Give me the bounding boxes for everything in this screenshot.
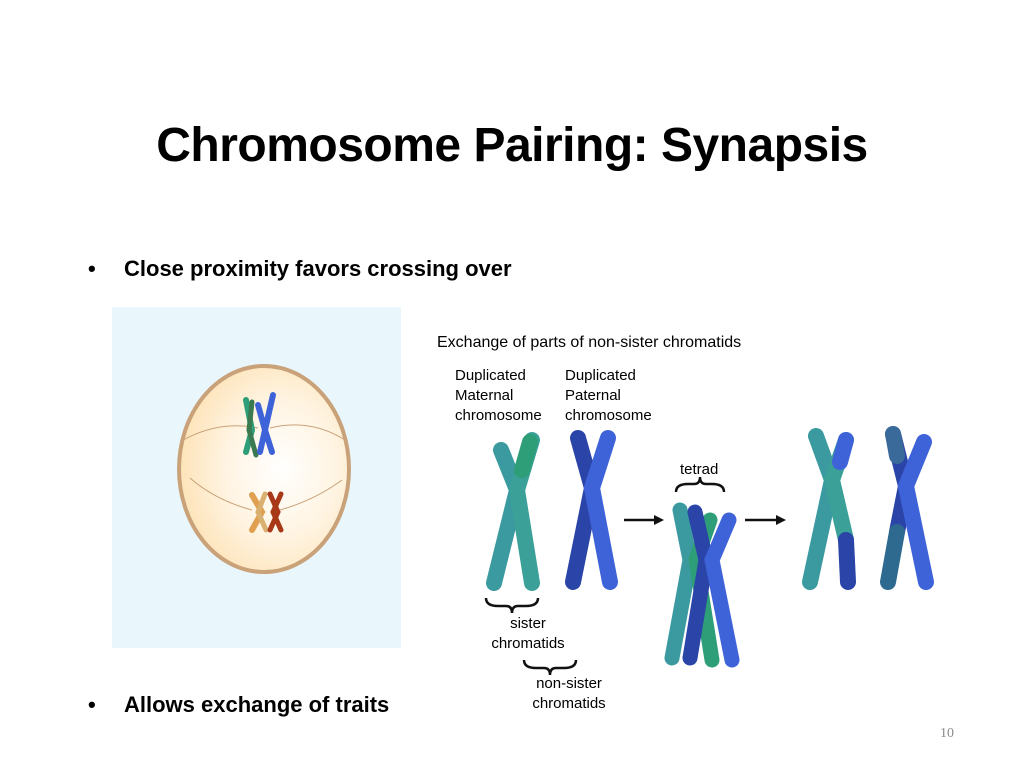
spindle-fiber bbox=[269, 424, 346, 441]
non-sister-label-line: non-sister bbox=[536, 675, 602, 692]
chromosome-green bbox=[243, 397, 256, 455]
sister-label-line: sister bbox=[510, 615, 546, 632]
paternal-label-line: chromosome bbox=[565, 407, 652, 424]
maternal-label: Duplicated Maternal chromosome bbox=[455, 366, 542, 426]
sister-chromatids-label: sister chromatids bbox=[476, 614, 580, 654]
chromosome-blue bbox=[261, 392, 276, 455]
bullet-2: • Allows exchange of traits bbox=[88, 692, 389, 718]
tetrad bbox=[664, 502, 740, 668]
chromosome-orange bbox=[249, 492, 266, 533]
sister-chromatids-brace bbox=[484, 597, 540, 614]
bullet-2-text: Allows exchange of traits bbox=[124, 692, 390, 717]
chromosome-orange bbox=[255, 491, 269, 533]
chromosome-green bbox=[246, 399, 259, 458]
cell-membrane bbox=[177, 364, 351, 574]
paternal-label: Duplicated Paternal chromosome bbox=[565, 366, 652, 426]
paternal-label-line: Duplicated bbox=[565, 367, 636, 384]
tetrad-label: tetrad bbox=[680, 461, 719, 478]
sister-label-line: chromatids bbox=[491, 635, 565, 652]
spindle-fiber bbox=[279, 479, 343, 511]
paternal-label-line: Paternal bbox=[565, 387, 621, 404]
arrow-right bbox=[745, 515, 786, 525]
maternal-label-line: Duplicated bbox=[455, 367, 526, 384]
recombinant-maternal-chromosome bbox=[802, 428, 856, 590]
maternal-label-line: chromosome bbox=[455, 407, 542, 424]
maternal-chromosome bbox=[486, 432, 540, 591]
bullet-dot: • bbox=[88, 256, 96, 281]
bullet-1-text: Close proximity favors crossing over bbox=[124, 256, 512, 281]
chromosome-red bbox=[267, 491, 281, 533]
page-number: 10 bbox=[940, 726, 954, 741]
maternal-label-line: Maternal bbox=[455, 387, 514, 404]
bullet-1: • Close proximity favors crossing over bbox=[88, 256, 512, 282]
cell bbox=[177, 364, 351, 574]
paternal-chromosome bbox=[565, 430, 618, 590]
non-sister-chromatids-label: non-sister chromatids bbox=[514, 674, 624, 714]
bullet-dot: • bbox=[88, 692, 96, 717]
tetrad-brace bbox=[674, 476, 726, 493]
recombinant-paternal-chromosome bbox=[880, 426, 934, 590]
slide-title: Chromosome Pairing: Synapsis bbox=[156, 119, 868, 172]
spindle-fiber bbox=[189, 477, 253, 511]
diagram-heading: Exchange of parts of non-sister chromati… bbox=[437, 334, 742, 351]
non-sister-chromatids-brace bbox=[522, 659, 578, 676]
arrow-right bbox=[624, 515, 664, 525]
non-sister-label-line: chromatids bbox=[532, 695, 606, 712]
chromosome-red bbox=[270, 491, 284, 533]
